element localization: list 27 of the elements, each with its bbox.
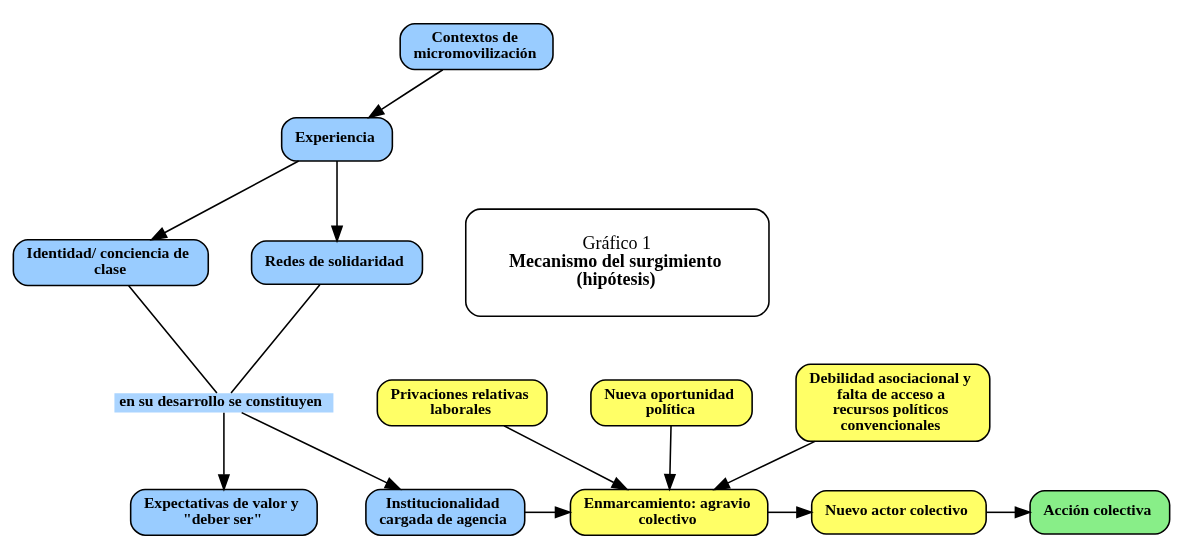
arrow xyxy=(712,440,816,490)
connector xyxy=(230,283,321,394)
arrow xyxy=(985,505,1033,518)
node-box: Nuevo actor colectivo xyxy=(810,489,987,535)
arrow xyxy=(367,68,444,119)
arrow xyxy=(330,159,344,243)
node-box: Institucionalidad cargada de agencia xyxy=(365,488,526,536)
arrow xyxy=(240,411,403,490)
node-box: Experiencia xyxy=(280,116,394,162)
connector xyxy=(127,284,218,394)
arrow xyxy=(503,424,630,490)
node-box: Privaciones relativas laborales xyxy=(376,378,548,426)
node-box: Expectativas de valor y "deber ser" xyxy=(129,488,318,536)
arrow xyxy=(149,159,300,241)
node-box: Gráfico 1 Mecanismo del surgimiento (hipótesis) xyxy=(465,207,770,317)
node-box: Acción colectiva xyxy=(1029,489,1171,535)
node-box: Redes de solidaridad xyxy=(250,239,424,285)
node-box: Contextos de micromovilización xyxy=(399,22,554,70)
node-box: Enmarcamiento: agravio colectivo xyxy=(569,488,769,536)
arrow xyxy=(663,424,677,491)
arrow xyxy=(767,505,814,518)
arrow xyxy=(217,411,231,492)
node-box: Debilidad asociacional y falta de acceso a recursos políticos convencionales xyxy=(795,363,991,442)
arrow xyxy=(524,505,573,518)
node-box: Identidad/ conciencia de clase xyxy=(12,238,210,286)
node-box: en su desarrollo se constituyen xyxy=(114,392,334,412)
node-box: Nueva oportunidad política xyxy=(590,378,753,426)
